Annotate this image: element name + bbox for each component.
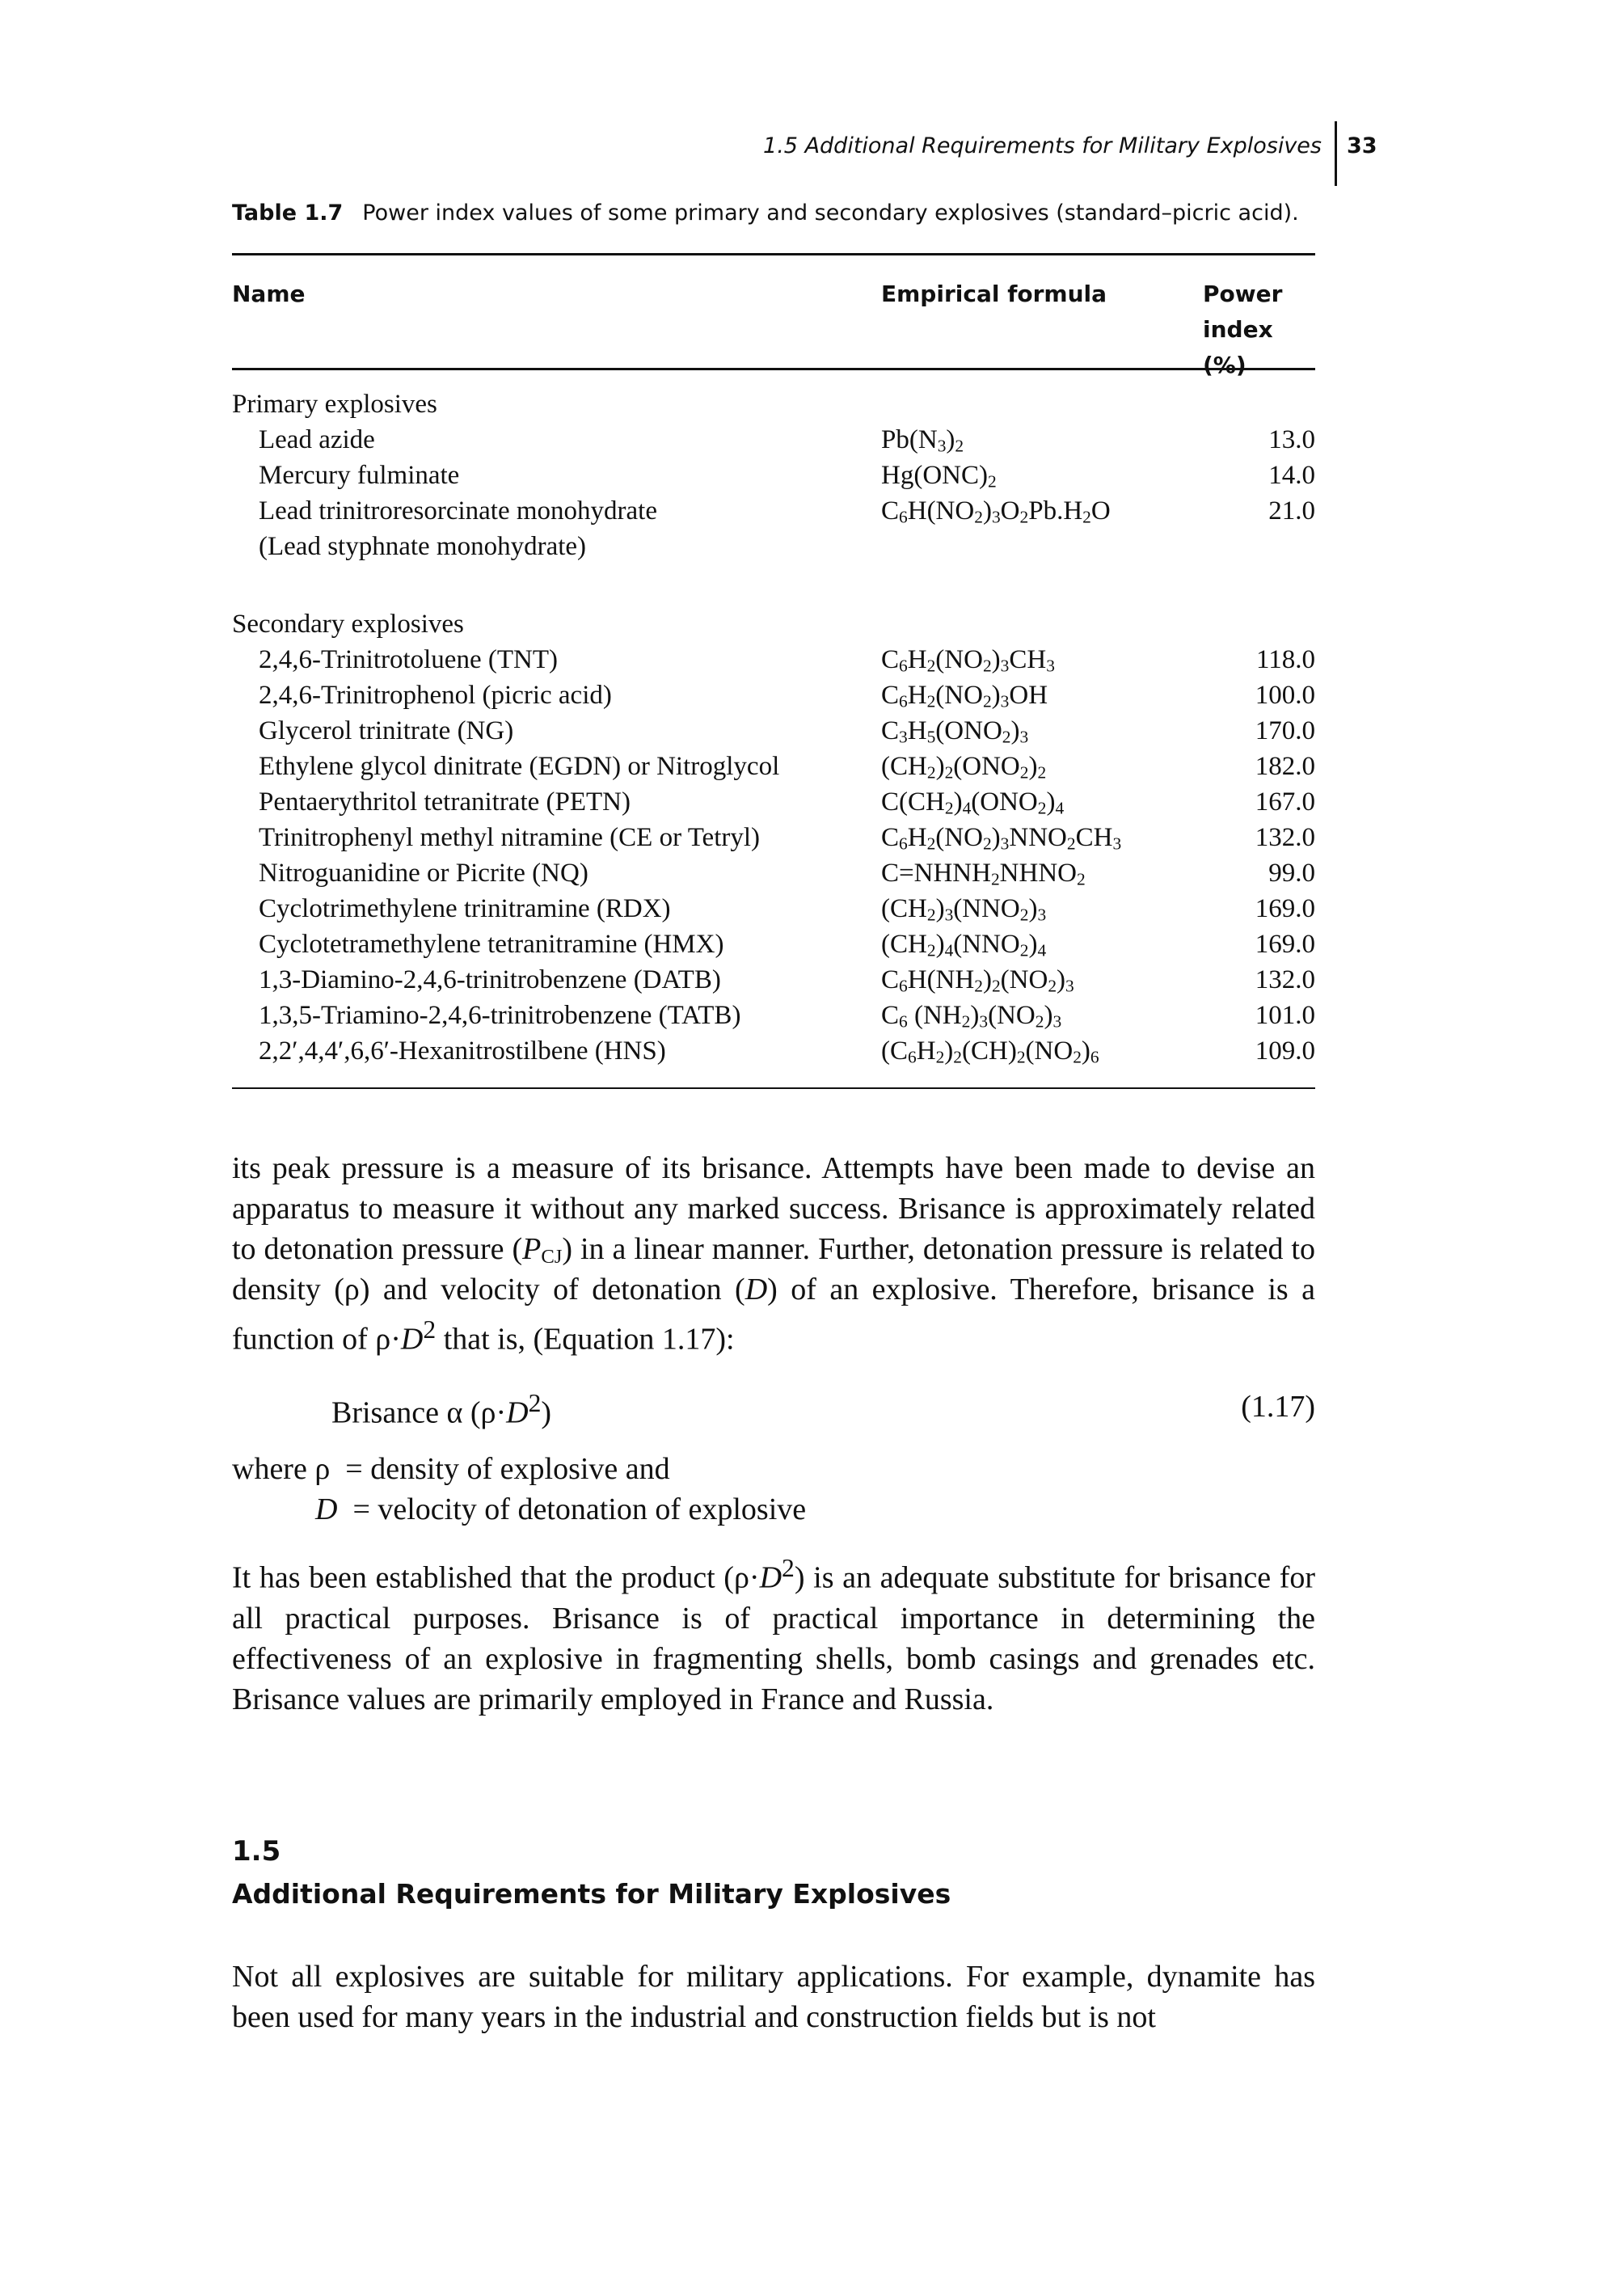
cell-power-index: 169.0 (1255, 894, 1315, 923)
section-number: 1.5 (232, 1835, 281, 1868)
cell-name: Mercury fulminate (259, 461, 460, 490)
paragraph-brisance: its peak pressure is a measure of its br… (232, 1151, 1315, 1357)
cell-formula: (CH2)2(ONO2)2 (881, 752, 1047, 783)
table-group-heading: Primary explosives (232, 390, 437, 419)
table-row: Cyclotetramethylene tetranitramine (HMX)… (232, 930, 1315, 965)
table-bottom-rule (232, 1087, 1315, 1089)
table-caption-text: Power index values of some primary and s… (362, 200, 1299, 226)
cell-name: Lead azide (259, 425, 375, 454)
cell-power-index: 99.0 (1268, 859, 1315, 888)
cell-name: 1,3-Diamino-2,4,6-trinitrobenzene (DATB) (259, 965, 721, 994)
cell-name: Trinitrophenyl methyl nitramine (CE or T… (259, 823, 761, 852)
equation-brisance: Brisance α (ρ·D2) (331, 1389, 552, 1430)
column-header-power-line2: index (%) (1203, 316, 1273, 378)
cell-formula: C3H5(ONO2)3 (881, 716, 1029, 747)
cell-power-index: 170.0 (1255, 716, 1315, 745)
cell-formula: Hg(ONC)2 (881, 461, 997, 492)
table-row: Nitroguanidine or Picrite (NQ) C=NHNH2NHN… (232, 859, 1315, 894)
cell-power-index: 13.0 (1268, 425, 1315, 454)
table-row: (Lead styphnate monohydrate) (232, 532, 1315, 568)
cell-power-index: 167.0 (1255, 787, 1315, 817)
column-header-power-index: Power index (%) (1203, 276, 1316, 383)
cell-formula: (C6H2)2(CH)2(NO2)6 (881, 1036, 1099, 1067)
table-row: Trinitrophenyl methyl nitramine (CE or T… (232, 823, 1315, 859)
table-row: Mercury fulminate Hg(ONC)2 14.0 (232, 461, 1315, 496)
table-row: 2,2′,4,4′,6,6′-Hexanitrostilbene (HNS) (C… (232, 1036, 1315, 1072)
cell-power-index: 169.0 (1255, 930, 1315, 959)
table-row: Ethylene glycol dinitrate (EGDN) or Nitr… (232, 752, 1315, 787)
cell-formula: C6H2(NO2)3CH3 (881, 645, 1055, 676)
section-title: Additional Requirements for Military Exp… (232, 1878, 951, 1910)
page-number: 33 (1347, 133, 1377, 158)
paragraph-brisance-practical: It has been established that the product… (232, 1554, 1316, 1716)
table-row: Pentaerythritol tetranitrate (PETN) C(CH2… (232, 787, 1315, 823)
cell-formula: C6H(NH2)2(NO2)3 (881, 965, 1074, 996)
cell-power-index: 109.0 (1255, 1036, 1315, 1066)
cell-name: Pentaerythritol tetranitrate (PETN) (259, 787, 631, 817)
cell-power-index: 182.0 (1255, 752, 1315, 781)
table-caption: Table 1.7 Power index values of some prim… (232, 200, 1364, 226)
cell-power-index: 101.0 (1255, 1001, 1315, 1030)
cell-name-note: (Lead styphnate monohydrate) (259, 532, 587, 561)
cell-power-index: 132.0 (1255, 823, 1315, 852)
cell-name: 2,4,6-Trinitrotoluene (TNT) (259, 645, 558, 674)
cell-power-index: 100.0 (1255, 681, 1315, 710)
cell-power-index: 118.0 (1255, 645, 1315, 674)
column-header-name: Name (232, 281, 306, 307)
column-header-formula: Empirical formula (881, 281, 1107, 307)
cell-name: Cyclotetramethylene tetranitramine (HMX) (259, 930, 724, 959)
table-row: Lead azide Pb(N3)2 13.0 (232, 425, 1315, 461)
equation-where-velocity: D = velocity of detonation of explosive (315, 1492, 807, 1526)
table-label: Table 1.7 (232, 200, 344, 226)
equation-number: (1.17) (1241, 1390, 1315, 1424)
cell-formula: C6H2(NO2)3OH (881, 681, 1048, 711)
table-top-rule (232, 253, 1315, 255)
cell-formula: (CH2)4(NNO2)4 (881, 930, 1047, 960)
cell-formula: C(CH2)4(ONO2)4 (881, 787, 1065, 818)
cell-name: Lead trinitroresorcinate monohydrate (259, 496, 657, 526)
table-group-spacer (232, 568, 1315, 610)
table-row: 2,4,6-Trinitrophenol (picric acid) C6H2(N… (232, 681, 1315, 716)
cell-formula: (CH2)3(NNO2)3 (881, 894, 1047, 925)
cell-name: 2,2′,4,4′,6,6′-Hexanitrostilbene (HNS) (259, 1036, 666, 1066)
cell-power-index: 132.0 (1255, 965, 1315, 994)
paragraph-military-suitability: Not all explosives are suitable for mili… (232, 1960, 1315, 2034)
cell-name: 2,4,6-Trinitrophenol (picric acid) (259, 681, 612, 710)
table-row: Glycerol trinitrate (NG) C3H5(ONO2)3 170.0 (232, 716, 1315, 752)
cell-formula: C6H(NO2)3O2Pb.H2O (881, 496, 1111, 527)
cell-formula: Pb(N3)2 (881, 425, 964, 456)
cell-formula: C=NHNH2NHNO2 (881, 859, 1086, 889)
cell-power-index: 21.0 (1268, 496, 1315, 526)
equation-where-density: where ρ = density of explosive and (232, 1452, 670, 1486)
cell-name: Nitroguanidine or Picrite (NQ) (259, 859, 588, 888)
table-group-heading-row: Secondary explosives (232, 610, 1315, 645)
table-row: Lead trinitroresorcinate monohydrate C6H(… (232, 496, 1315, 532)
running-head-title: 1.5 Additional Requirements for Military… (763, 133, 1322, 158)
cell-power-index: 14.0 (1268, 461, 1315, 490)
cell-formula: C6 (NH2)3(NO2)3 (881, 1001, 1062, 1032)
header-divider (1335, 121, 1337, 186)
table-row: 1,3,5-Triamino-2,4,6-trinitrobenzene (TA… (232, 1001, 1315, 1036)
table-group-heading-row: Primary explosives (232, 390, 1315, 425)
cell-name: Cyclotrimethylene trinitramine (RDX) (259, 894, 671, 923)
cell-name: Glycerol trinitrate (NG) (259, 716, 514, 745)
cell-name: Ethylene glycol dinitrate (EGDN) or Nitr… (259, 752, 780, 781)
cell-formula: C6H2(NO2)3NNO2CH3 (881, 823, 1122, 854)
table-header-rule (232, 368, 1315, 370)
column-header-power-line1: Power (1203, 281, 1283, 307)
cell-name: 1,3,5-Triamino-2,4,6-trinitrobenzene (TA… (259, 1001, 741, 1030)
table-row: 2,4,6-Trinitrotoluene (TNT) C6H2(NO2)3CH3… (232, 645, 1315, 681)
table-row: Cyclotrimethylene trinitramine (RDX) (CH2… (232, 894, 1315, 930)
table-group-heading: Secondary explosives (232, 610, 464, 639)
table-row: 1,3-Diamino-2,4,6-trinitrobenzene (DATB)… (232, 965, 1315, 1001)
